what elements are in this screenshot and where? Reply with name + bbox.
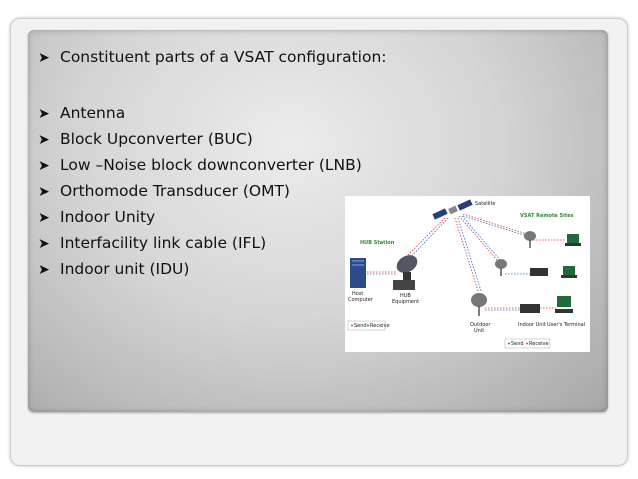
bullet-text: Low –Noise block downconverter (LNB) [60, 156, 362, 174]
arrow-bullet-icon: ➤ [38, 106, 50, 122]
arrow-bullet-icon: ➤ [38, 236, 50, 252]
remote-indoor-unit-2-icon [530, 268, 548, 276]
hub-antenna-icon [396, 255, 418, 282]
arrow-bullet-icon: ➤ [38, 50, 50, 66]
indoor-unit-icon [520, 304, 540, 313]
arrow-bullet-icon: ➤ [38, 210, 50, 226]
bullet-text: Antenna [60, 104, 126, 122]
bullet-text: Orthomode Transducer (OMT) [60, 182, 290, 200]
host-computer-label: Host [352, 291, 363, 297]
bullet-item-intro: ➤ Constituent parts of a VSAT configurati… [38, 48, 387, 66]
signal-paths [367, 213, 565, 311]
host-computer-icon [350, 258, 366, 288]
indoor-unit-label: Indoor Unit [518, 322, 546, 328]
remote-terminal-2-icon [561, 266, 577, 278]
hub-equipment-label-2: Equipment [392, 299, 419, 305]
arrow-bullet-icon: ➤ [38, 262, 50, 278]
legend-right-send: Send [511, 341, 524, 347]
bullet-item-omt: ➤ Orthomode Transducer (OMT) [38, 182, 290, 200]
satellite-icon [432, 199, 473, 220]
bullet-text: Constituent parts of a VSAT configuratio… [60, 48, 387, 66]
bullet-item-antenna: ➤ Antenna [38, 104, 125, 122]
legend-left-send: Send [354, 323, 367, 329]
bullet-text: Indoor unit (IDU) [60, 260, 190, 278]
hub-equipment-icon [393, 280, 415, 290]
arrow-bullet-icon: ➤ [38, 158, 50, 174]
outdoor-unit-label: Outdoor [470, 322, 491, 328]
legend-right: Send Receive [504, 338, 551, 349]
arrow-bullet-icon: ➤ [38, 132, 50, 148]
legend-left: Send Receive [347, 320, 390, 331]
bullet-text: Indoor Unity [60, 208, 156, 226]
remote-dish-1-icon [524, 231, 536, 248]
legend-left-receive: Receive [370, 323, 390, 329]
remote-dish-2-icon [495, 259, 507, 276]
users-terminal-icon [555, 296, 573, 313]
outdoor-unit-label-2: Unit [474, 328, 484, 334]
bullet-text: Interfacility link cable (IFL) [60, 234, 267, 252]
hub-equipment-label: HUB [400, 293, 411, 299]
bullet-item-buc: ➤ Block Upconverter (BUC) [38, 130, 253, 148]
legend-right-receive: Receive [529, 341, 549, 347]
vsat-network-diagram: Satellite HUB Station VSAT Remote Sites … [345, 196, 590, 352]
bullet-item-lnb: ➤ Low –Noise block downconverter (LNB) [38, 156, 362, 174]
bullet-item-idu: ➤ Indoor unit (IDU) [38, 260, 189, 278]
bullet-item-ifl: ➤ Interfacility link cable (IFL) [38, 234, 266, 252]
remote-terminal-1-icon [565, 234, 581, 246]
bullet-item-indoor-unity: ➤ Indoor Unity [38, 208, 155, 226]
outdoor-unit-dish-icon [471, 293, 487, 316]
host-computer-label-2: Computer [348, 297, 374, 303]
users-terminal-label: User's Terminal [547, 322, 585, 328]
satellite-label: Satellite [475, 201, 495, 207]
remote-sites-title: VSAT Remote Sites [520, 213, 574, 219]
vsat-diagram-svg: Satellite HUB Station VSAT Remote Sites … [347, 199, 585, 349]
arrow-bullet-icon: ➤ [38, 184, 50, 200]
bullet-text: Block Upconverter (BUC) [60, 130, 253, 148]
hub-station-title: HUB Station [360, 240, 395, 246]
